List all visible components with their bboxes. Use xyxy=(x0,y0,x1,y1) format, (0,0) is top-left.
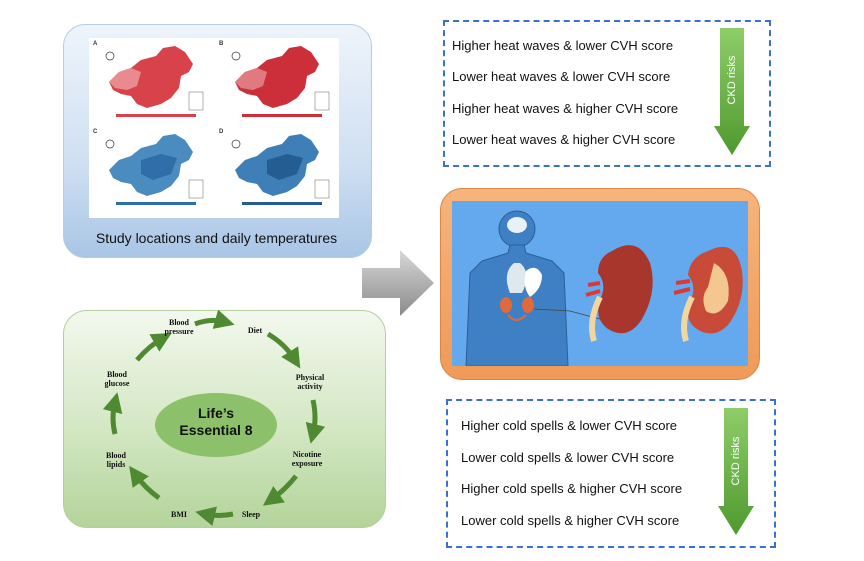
cycle-arrow xyxy=(194,310,235,329)
le8-title-line1: Life’s xyxy=(197,405,235,421)
cycle-arrow xyxy=(102,392,123,435)
le8-title: Life’s Essential 8 xyxy=(155,405,277,439)
body-kidney-right-icon xyxy=(522,297,534,313)
heat-scenario-item: Higher heat waves & higher CVH score xyxy=(452,101,679,116)
flow-arrow-icon xyxy=(362,250,434,316)
cold-scenario-item: Lower cold spells & higher CVH score xyxy=(461,513,680,528)
body-kidney-left-icon xyxy=(500,297,512,313)
cold-scenario-item: Higher cold spells & higher CVH score xyxy=(461,481,683,496)
le8-label-blood-lipids: Blood lipids xyxy=(105,451,126,469)
pointer-line xyxy=(533,308,601,320)
le8-label-blood-glucose: Blood glucose xyxy=(104,370,130,388)
ckd-risks-label: CKD risks xyxy=(730,436,742,486)
le8-label-blood-pressure: Blood pressure xyxy=(164,318,194,336)
cycle-arrow xyxy=(266,331,301,369)
ckd-risk-arrow-icon xyxy=(714,28,750,155)
le8-title-line2: Essential 8 xyxy=(179,422,253,438)
heat-map-b xyxy=(231,46,330,117)
heat-map-a xyxy=(105,46,204,117)
brain-icon xyxy=(507,217,527,233)
subfigure-label: A xyxy=(93,41,98,47)
subfigure-label: C xyxy=(93,129,98,135)
le8-label-bmi: BMI xyxy=(171,510,187,519)
heart-icon xyxy=(524,267,542,297)
ckd-risks-label: CKD risks xyxy=(726,55,738,105)
le8-center-ellipse xyxy=(155,393,277,457)
kidney-exterior-icon xyxy=(585,245,653,342)
cold-scenario-item: Higher cold spells & lower CVH score xyxy=(461,418,678,433)
ckd-risk-arrow-icon xyxy=(718,408,754,535)
le8-label-sleep: Sleep xyxy=(241,510,261,519)
heat-scenario-item: Lower heat waves & lower CVH score xyxy=(452,69,671,84)
le8-label-physical-activity: Physical activity xyxy=(295,373,325,391)
subfigure-label: D xyxy=(219,129,224,135)
cold-spells-scenario-box xyxy=(446,399,776,548)
subfigure-label: B xyxy=(219,41,224,47)
cycle-arrow xyxy=(129,465,161,501)
kidney-cross-section-icon xyxy=(673,246,743,342)
cold-scenario-item: Lower cold spells & lower CVH score xyxy=(461,450,675,465)
cycle-arrow xyxy=(195,506,234,526)
heat-scenario-item: Higher heat waves & lower CVH score xyxy=(452,38,674,53)
temperature-map-figure: A B C D xyxy=(89,38,339,218)
le8-label-nicotine-exposure: Nicotine exposure xyxy=(291,450,323,468)
cycle-arrow xyxy=(262,474,298,506)
heat-scenario-item: Lower heat waves & higher CVH score xyxy=(452,132,676,147)
cycle-arrow xyxy=(305,399,326,444)
cold-map-c xyxy=(105,134,204,205)
lungs-icon xyxy=(506,263,527,293)
le8-cycle-arrows xyxy=(102,310,326,526)
heat-waves-scenario-box xyxy=(443,20,771,167)
cold-map-d xyxy=(231,134,330,205)
map-caption: Study locations and daily temperatures xyxy=(95,230,338,246)
human-body-kidney-illustration xyxy=(465,210,743,366)
le8-label-diet: Diet xyxy=(247,326,263,335)
cycle-arrow xyxy=(135,333,172,362)
